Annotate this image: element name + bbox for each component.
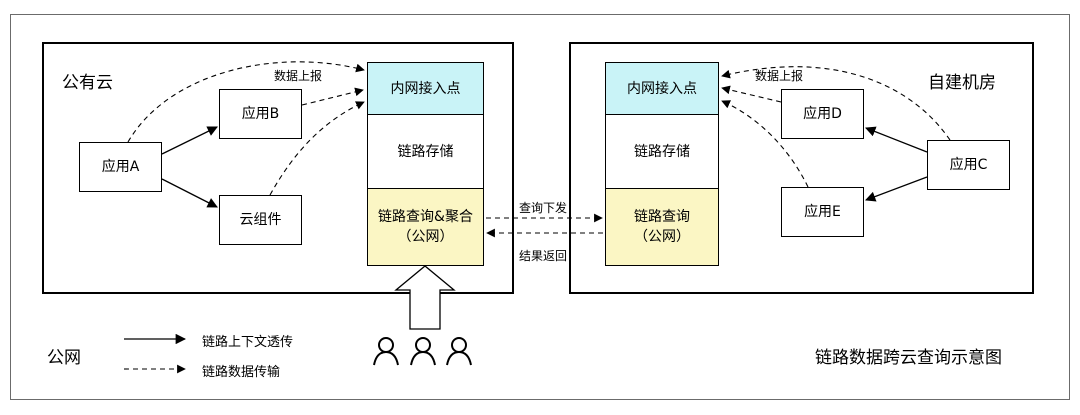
self-idc-region	[569, 42, 1034, 294]
app-b-box: 应用B	[219, 89, 302, 139]
public-intranet-access-box: 内网接入点	[368, 63, 483, 115]
user-access-arrow	[394, 265, 456, 330]
public-trace-storage-box: 链路存储	[368, 115, 483, 189]
diagram-frame	[10, 14, 1070, 400]
arrow-a-to-component	[161, 178, 218, 208]
idc-trace-storage-box: 链路存储	[606, 115, 718, 189]
arrow-c-to-d	[865, 126, 928, 153]
idc-query-line2: （公网）	[634, 229, 690, 245]
arrow-e-report	[721, 100, 809, 188]
cloud-component-box: 云组件	[219, 195, 302, 245]
arrow-a-report	[127, 61, 365, 143]
public-query-aggregate-box: 链路查询&聚合 （公网）	[368, 189, 483, 265]
self-idc-title: 自建机房	[928, 73, 996, 93]
public-cloud-region	[42, 42, 514, 294]
self-idc-stack: 内网接入点 链路存储 链路查询 （公网）	[605, 62, 719, 266]
public-query-aggregate-line2: （公网）	[397, 229, 454, 245]
public-query-aggregate-line1: 链路查询&聚合	[378, 209, 473, 225]
legend-dashed-label: 链路数据传输	[202, 365, 281, 380]
app-d-box: 应用D	[781, 89, 864, 139]
arrow-b-report	[301, 87, 364, 106]
public-report-label: 数据上报	[274, 69, 323, 83]
idc-query-box: 链路查询 （公网）	[606, 189, 718, 265]
user-icon	[410, 337, 436, 366]
arrow-c-report	[721, 66, 951, 141]
public-cloud-title: 公有云	[62, 73, 113, 93]
idc-query-line1: 链路查询	[634, 209, 690, 225]
arrow-component-report	[269, 101, 365, 196]
user-icon	[373, 337, 399, 366]
idc-report-label: 数据上报	[755, 69, 804, 83]
idc-intranet-access-box: 内网接入点	[606, 63, 718, 115]
arrow-d-report	[721, 85, 782, 103]
diagram-caption: 链路数据跨云查询示意图	[815, 348, 1002, 368]
arrow-a-to-b	[161, 126, 218, 155]
app-a-box: 应用A	[79, 142, 162, 192]
legend-solid-label: 链路上下文透传	[202, 335, 294, 350]
app-e-box: 应用E	[781, 187, 864, 237]
user-icon	[446, 337, 472, 366]
query-dispatch-label: 查询下发	[519, 201, 568, 215]
public-cloud-stack: 内网接入点 链路存储 链路查询&聚合 （公网）	[367, 62, 484, 266]
arrow-c-to-e	[865, 176, 928, 202]
result-return-label: 结果返回	[519, 249, 568, 263]
legend-public-network: 公网	[47, 348, 81, 368]
app-c-box: 应用C	[927, 140, 1010, 190]
